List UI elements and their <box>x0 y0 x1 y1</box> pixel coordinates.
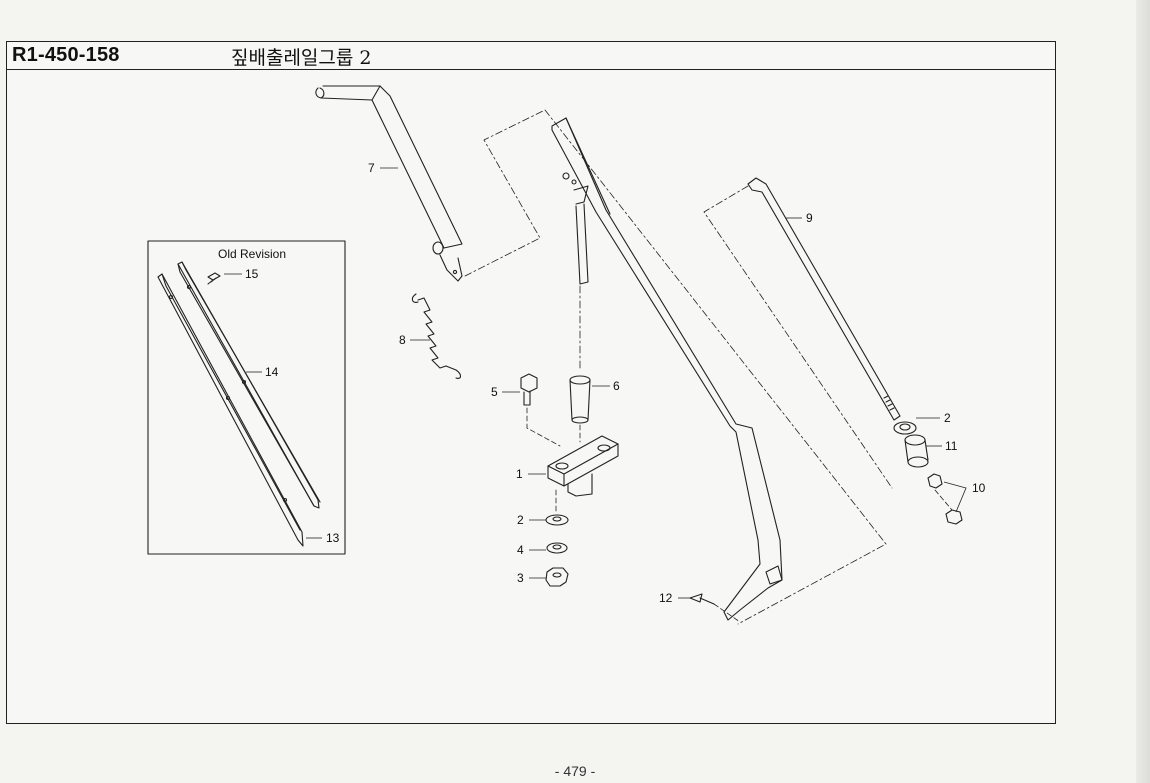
part-2-washer <box>545 514 569 526</box>
part-11-bushing <box>904 434 929 468</box>
callout-6: 6 <box>613 379 620 393</box>
part-1-bracket <box>547 435 619 497</box>
part-6-sleeve <box>569 375 591 424</box>
callout-14: 14 <box>265 365 279 379</box>
part-15-bolt <box>207 272 221 285</box>
callout-5: 5 <box>491 385 498 399</box>
callout-2: 2 <box>517 513 524 527</box>
main-rail <box>551 117 783 621</box>
callout-3: 3 <box>517 571 524 585</box>
callout-4: 4 <box>517 543 524 557</box>
part-5-bolt <box>520 373 538 406</box>
callout-2-right: 2 <box>944 411 951 425</box>
old-revision-box <box>147 240 346 555</box>
callout-labels: 1 2 2 3 4 5 6 7 8 9 10 11 12 13 14 15 <box>245 161 986 605</box>
header-bar: R1-450-158 짚배출레일그룹 2 <box>7 42 1055 70</box>
page-number: - 479 - <box>554 763 596 779</box>
page-edge-shadow <box>1136 0 1150 783</box>
part-13-blade <box>157 273 304 547</box>
old-revision-title: Old Revision <box>218 247 286 261</box>
part-4-lock-washer <box>546 542 568 554</box>
part-14-rail <box>177 261 321 509</box>
callout-10: 10 <box>972 481 986 495</box>
callout-11: 11 <box>945 439 958 453</box>
part-8-spring <box>411 293 462 379</box>
callout-15: 15 <box>245 267 259 281</box>
part-code: R1-450-158 <box>12 44 120 66</box>
callout-7: 7 <box>368 161 375 175</box>
part-2-washer-right <box>893 421 917 435</box>
part-9-rod <box>747 177 901 421</box>
group-title: 짚배출레일그룹 2 <box>231 47 372 69</box>
part-7-lever <box>315 85 463 282</box>
callout-1: 1 <box>516 467 523 481</box>
part-10-nut-upper <box>927 473 943 489</box>
part-10-nut-lower <box>945 509 963 525</box>
callout-13: 13 <box>326 531 340 545</box>
callout-9: 9 <box>806 211 813 225</box>
part-3-nut <box>545 567 569 587</box>
callout-8: 8 <box>399 333 406 347</box>
callout-12: 12 <box>659 591 673 605</box>
part-12-split-pin <box>689 593 715 605</box>
leader-lines <box>224 167 967 599</box>
